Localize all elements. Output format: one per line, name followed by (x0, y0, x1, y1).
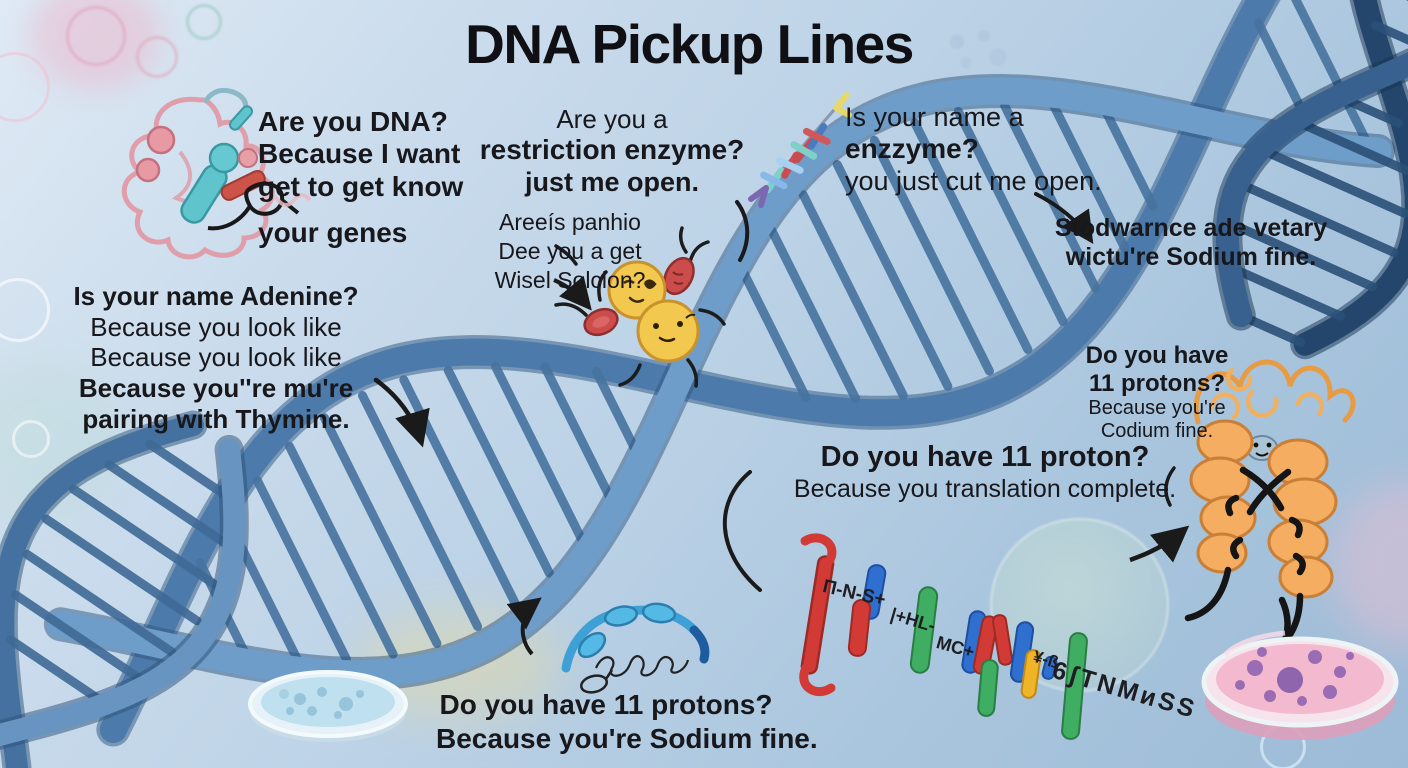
arrow-to-tangle (1129, 525, 1190, 563)
pickup-line-garbled-top: Areeís panhio Dee you a get Wisel Solcio… (494, 209, 646, 293)
arrow-adenine (373, 377, 430, 448)
cell-characters-illustration (553, 226, 726, 388)
dna-helix (1212, 0, 1408, 360)
arrow-to-cells (553, 275, 592, 311)
pickup-line-restriction-enzyme: Are you a restriction enzyme? just me op… (479, 104, 745, 197)
pickup-line-translation: Do you have 11 proton? Because you trans… (793, 441, 1177, 503)
tangle-characters-illustration (1129, 359, 1356, 674)
sequence-bars-illustration (799, 533, 1088, 740)
page-title: DNA Pickup Lines (465, 13, 914, 75)
pickup-line-garbled-right: Stodwarnce ade vetary wictu're Sodium fi… (1054, 214, 1328, 271)
cursive-squiggle (594, 655, 690, 677)
pickup-line-sodium: Do you have 11 protons? Because you're S… (436, 689, 818, 754)
arrow-to-strand (506, 597, 542, 656)
dna-helix (0, 410, 249, 768)
curve-translation (722, 470, 762, 592)
pickup-line-enzzyme: Is your name a enzzyme? you just cut me … (845, 102, 1102, 196)
annotation-arrows (373, 192, 1176, 592)
pickup-line-codium: Do you have 11 protons? Because you're C… (1085, 342, 1229, 443)
curve-after-translation (1164, 466, 1176, 507)
chromosome-bundle-illustration (748, 92, 852, 208)
curve-after-restriction (735, 200, 750, 262)
bead-strand-illustration (506, 597, 710, 694)
pickup-line-dna-genes: Are you DNA? Because I want get to get k… (258, 106, 464, 249)
arrow-enzzyme (1034, 192, 1094, 244)
pickup-line-adenine: Is your name Adenine? Because you look l… (73, 281, 359, 434)
lariat-loop (244, 181, 285, 216)
petri-dish-left (248, 670, 408, 742)
protein-doodle-illustration (121, 87, 312, 260)
petri-dish-right (1201, 630, 1399, 740)
small-stroke (554, 244, 578, 266)
